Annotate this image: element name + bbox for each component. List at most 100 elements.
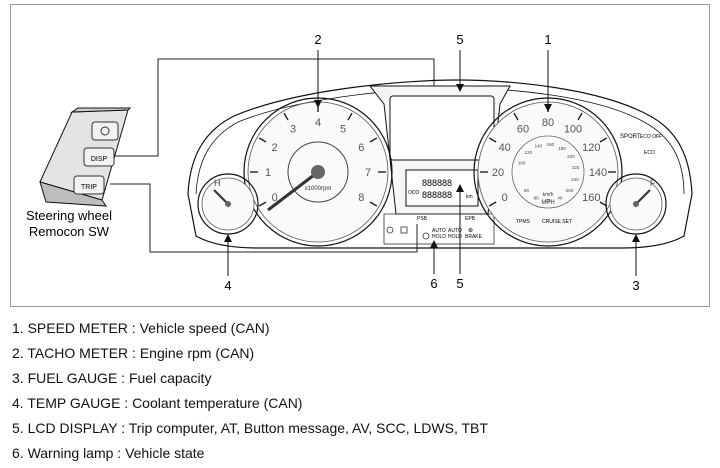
tacho-tick bbox=[258, 201, 267, 207]
speedo-inner-tick-label: 40 bbox=[557, 195, 563, 200]
trip-button-label: TRIP bbox=[81, 184, 97, 191]
fuel-gauge: F bbox=[605, 173, 667, 235]
callout-1: 1 bbox=[544, 32, 551, 47]
speedo-sport-label: SPORT bbox=[620, 134, 641, 140]
disp-button-label: DISP bbox=[91, 156, 108, 163]
speedo-tick-label: 80 bbox=[542, 117, 554, 129]
tacho-tick bbox=[369, 201, 378, 207]
legend-item-speed-meter: 1. SPEED METER : Vehicle speed (CAN) bbox=[12, 320, 270, 336]
tacho-tick bbox=[347, 112, 353, 121]
speedo-tick bbox=[599, 137, 608, 143]
speedo-tick-label: 60 bbox=[517, 124, 529, 136]
lamp-epb: EPB bbox=[465, 216, 476, 222]
lamp-auto-hold2-2: HOLD bbox=[448, 234, 462, 240]
temp-gauge: H bbox=[197, 173, 259, 235]
lcd-unit: km bbox=[466, 194, 473, 200]
steering-caption-line2: Remocon SW bbox=[29, 224, 110, 239]
lamp-brake-1: ⊕ bbox=[468, 228, 473, 234]
speedo-eco-label: ECO bbox=[644, 150, 655, 156]
callout-3: 3 bbox=[632, 278, 639, 293]
speedo-tpms-label: TPMS bbox=[516, 219, 531, 225]
lamp-auto-hold-1: AUTO bbox=[432, 228, 446, 234]
speedo-inner-tick-label: 240 bbox=[571, 177, 579, 182]
tacho-tick-label: 7 bbox=[365, 167, 371, 179]
speedo-cruise-label: CRUISE SET bbox=[542, 219, 572, 225]
speedo-inner-tick-label: 140 bbox=[535, 144, 543, 149]
legend-item-tacho-meter: 2. TACHO METER : Engine rpm (CAN) bbox=[12, 345, 255, 361]
speedo-tick bbox=[577, 112, 583, 121]
tacho-unit-label: x1000rpm bbox=[305, 186, 332, 192]
speedo-tick-label: 100 bbox=[564, 124, 582, 136]
speedo-tick bbox=[513, 112, 519, 121]
speedo-tick bbox=[488, 201, 497, 207]
legend-item-fuel-gauge: 3. FUEL GAUGE : Fuel capacity bbox=[12, 370, 212, 386]
tacho-tick-label: 2 bbox=[272, 142, 278, 154]
speedo-inner-tick-label: 100 bbox=[518, 160, 526, 165]
steering-remocon-switch: DISP TRIP bbox=[39, 107, 132, 207]
legend-item-lcd-display: 5. LCD DISPLAY : Trip computer, AT, Butt… bbox=[12, 420, 488, 436]
fuel-needle bbox=[635, 189, 651, 205]
tacho-tick-label: 4 bbox=[315, 117, 321, 129]
legend-item-warning-lamp: 6. Warning lamp : Vehicle state bbox=[12, 445, 205, 461]
steering-caption-line1: Steering wheel bbox=[26, 208, 112, 223]
lcd-screen bbox=[389, 95, 495, 161]
tacho-tick bbox=[258, 137, 267, 143]
speedo-unit-mph: MPH bbox=[541, 200, 554, 206]
speedo-eco-off-label: ECO OFF bbox=[640, 134, 662, 140]
lcd-digits-bottom: 888888 bbox=[422, 190, 452, 200]
figure-frame bbox=[10, 4, 710, 307]
speedo-inner-tick-label: 180 bbox=[558, 146, 566, 151]
tacho-tick bbox=[283, 112, 289, 121]
callout-4: 4 bbox=[224, 278, 231, 293]
tacho-tick-label: 8 bbox=[358, 192, 364, 204]
speedo-inner-tick-label: 220 bbox=[572, 165, 580, 170]
tacho-needle bbox=[267, 170, 319, 212]
speedo-tick-label: 140 bbox=[589, 167, 607, 179]
speedo-tick bbox=[488, 137, 497, 143]
speedo-inner-tick-label: 160 bbox=[547, 142, 555, 147]
lcd-digits-top: 888888 bbox=[422, 178, 452, 188]
speedo-tick-label: 120 bbox=[582, 142, 600, 154]
speedo-inner-tick-label: 200 bbox=[567, 154, 575, 159]
callout-2: 2 bbox=[314, 32, 321, 47]
lamp-brake-2: BRAKE bbox=[465, 234, 483, 240]
callout-5-top: 5 bbox=[456, 32, 463, 47]
lamp-auto-hold2-1: AUTO bbox=[448, 228, 462, 234]
fuel-f-label: F bbox=[650, 178, 656, 188]
speedo-unit-kmh: km/h bbox=[543, 192, 554, 198]
speedo-inner-tick-label: 260 bbox=[566, 188, 574, 193]
tacho-tick-label: 6 bbox=[358, 142, 364, 154]
remocon-connectors bbox=[110, 58, 435, 253]
speedo-tick-label: 0 bbox=[502, 192, 508, 204]
instrument-cluster-diagram: DISP TRIP Steering wheel Remocon SW ODO … bbox=[26, 32, 693, 293]
speedo-inner-tick-label: 60 bbox=[524, 188, 530, 193]
lcd-odo-label: ODO bbox=[408, 190, 420, 196]
tacho-tick-label: 5 bbox=[340, 124, 346, 136]
legend-item-temp-gauge: 4. TEMP GAUGE : Coolant temperature (CAN… bbox=[12, 395, 303, 411]
speedo-inner-tick-label: 80 bbox=[534, 195, 540, 200]
speedo-inner-tick-label: 120 bbox=[524, 150, 532, 155]
tacho-hub-ring bbox=[287, 141, 349, 203]
speedo-tick-label: 160 bbox=[582, 192, 600, 204]
lamp-auto-hold-2: HOLD bbox=[432, 234, 446, 240]
speedo-tick-label: 40 bbox=[499, 142, 511, 154]
temp-hub bbox=[225, 201, 231, 207]
tacho-tick-label: 0 bbox=[272, 192, 278, 204]
temp-h-label: H bbox=[214, 178, 221, 188]
trip-button bbox=[73, 175, 105, 195]
speedo-tick-label: 20 bbox=[492, 167, 504, 179]
lamp-psb: PSB bbox=[417, 216, 428, 222]
legend-list: 1. SPEED METER : Vehicle speed (CAN) 2. … bbox=[12, 316, 488, 466]
callout-5-bottom: 5 bbox=[456, 276, 463, 291]
disp-button bbox=[83, 147, 115, 167]
temp-needle bbox=[213, 189, 229, 205]
fuel-hub bbox=[633, 201, 639, 207]
tacho-tick bbox=[369, 137, 378, 143]
speedo-inner-ring bbox=[511, 135, 585, 209]
tacho-hub bbox=[311, 165, 325, 179]
warning-lamp-strip bbox=[383, 213, 495, 245]
tacho-tick-label: 3 bbox=[290, 124, 296, 136]
speedo-inner-tick-label: 20 bbox=[545, 198, 551, 203]
